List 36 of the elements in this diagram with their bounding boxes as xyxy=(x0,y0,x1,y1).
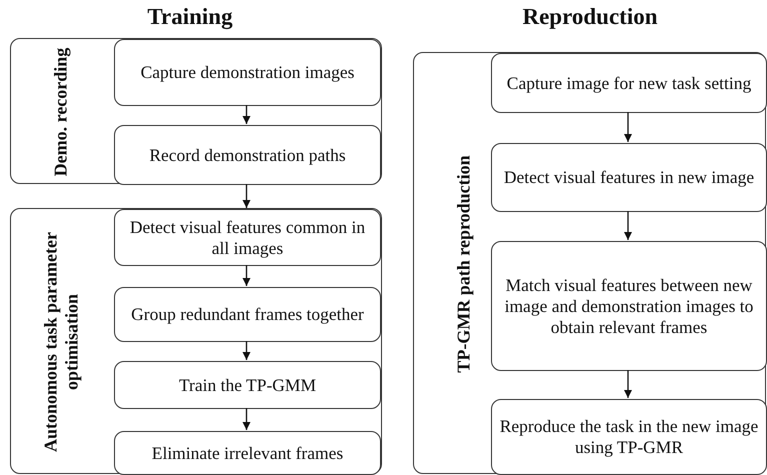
step-text: Match visual features between new image and demonstration images to obtain relevant frames xyxy=(504,274,754,338)
column-heading: Reproduction xyxy=(522,4,658,30)
process-box xyxy=(114,209,381,266)
arrow xyxy=(624,112,632,142)
group-panel xyxy=(10,38,382,184)
group-panel xyxy=(413,52,766,474)
arrow xyxy=(242,408,250,430)
process-box xyxy=(491,399,767,475)
process-box xyxy=(114,39,381,106)
process-box xyxy=(114,431,381,475)
step-text: Detect visual features in new image xyxy=(504,167,754,188)
step-text: Capture image for new task setting xyxy=(506,72,752,94)
step-text: Detect visual features common in all images xyxy=(128,216,366,258)
process-box xyxy=(114,287,381,342)
group-label: Demo. recording xyxy=(50,46,72,178)
arrow xyxy=(242,105,250,124)
step-text: Group redundant frames together xyxy=(131,304,364,325)
step-text: Record demonstration paths xyxy=(149,144,346,166)
group-label: Autonomous task parameter optimisation xyxy=(40,231,82,454)
arrow xyxy=(242,184,250,208)
step-text: Reproduce the task in the new image using TP-GMR xyxy=(498,416,760,458)
arrow xyxy=(624,370,632,398)
column-heading: Training xyxy=(147,4,233,30)
step-text: Eliminate irrelevant frames xyxy=(152,442,344,464)
arrow xyxy=(242,341,250,360)
process-box xyxy=(491,241,767,371)
step-text: Capture demonstration images xyxy=(140,62,354,83)
process-box xyxy=(491,143,767,212)
process-box xyxy=(114,125,381,185)
group-label: TP-GMR path reproduction xyxy=(454,154,474,375)
arrow xyxy=(624,211,632,240)
arrow xyxy=(242,265,250,286)
process-box xyxy=(114,361,381,409)
step-text: Train the TP-GMM xyxy=(178,374,316,396)
process-box xyxy=(491,53,767,113)
group-panel xyxy=(10,208,382,474)
